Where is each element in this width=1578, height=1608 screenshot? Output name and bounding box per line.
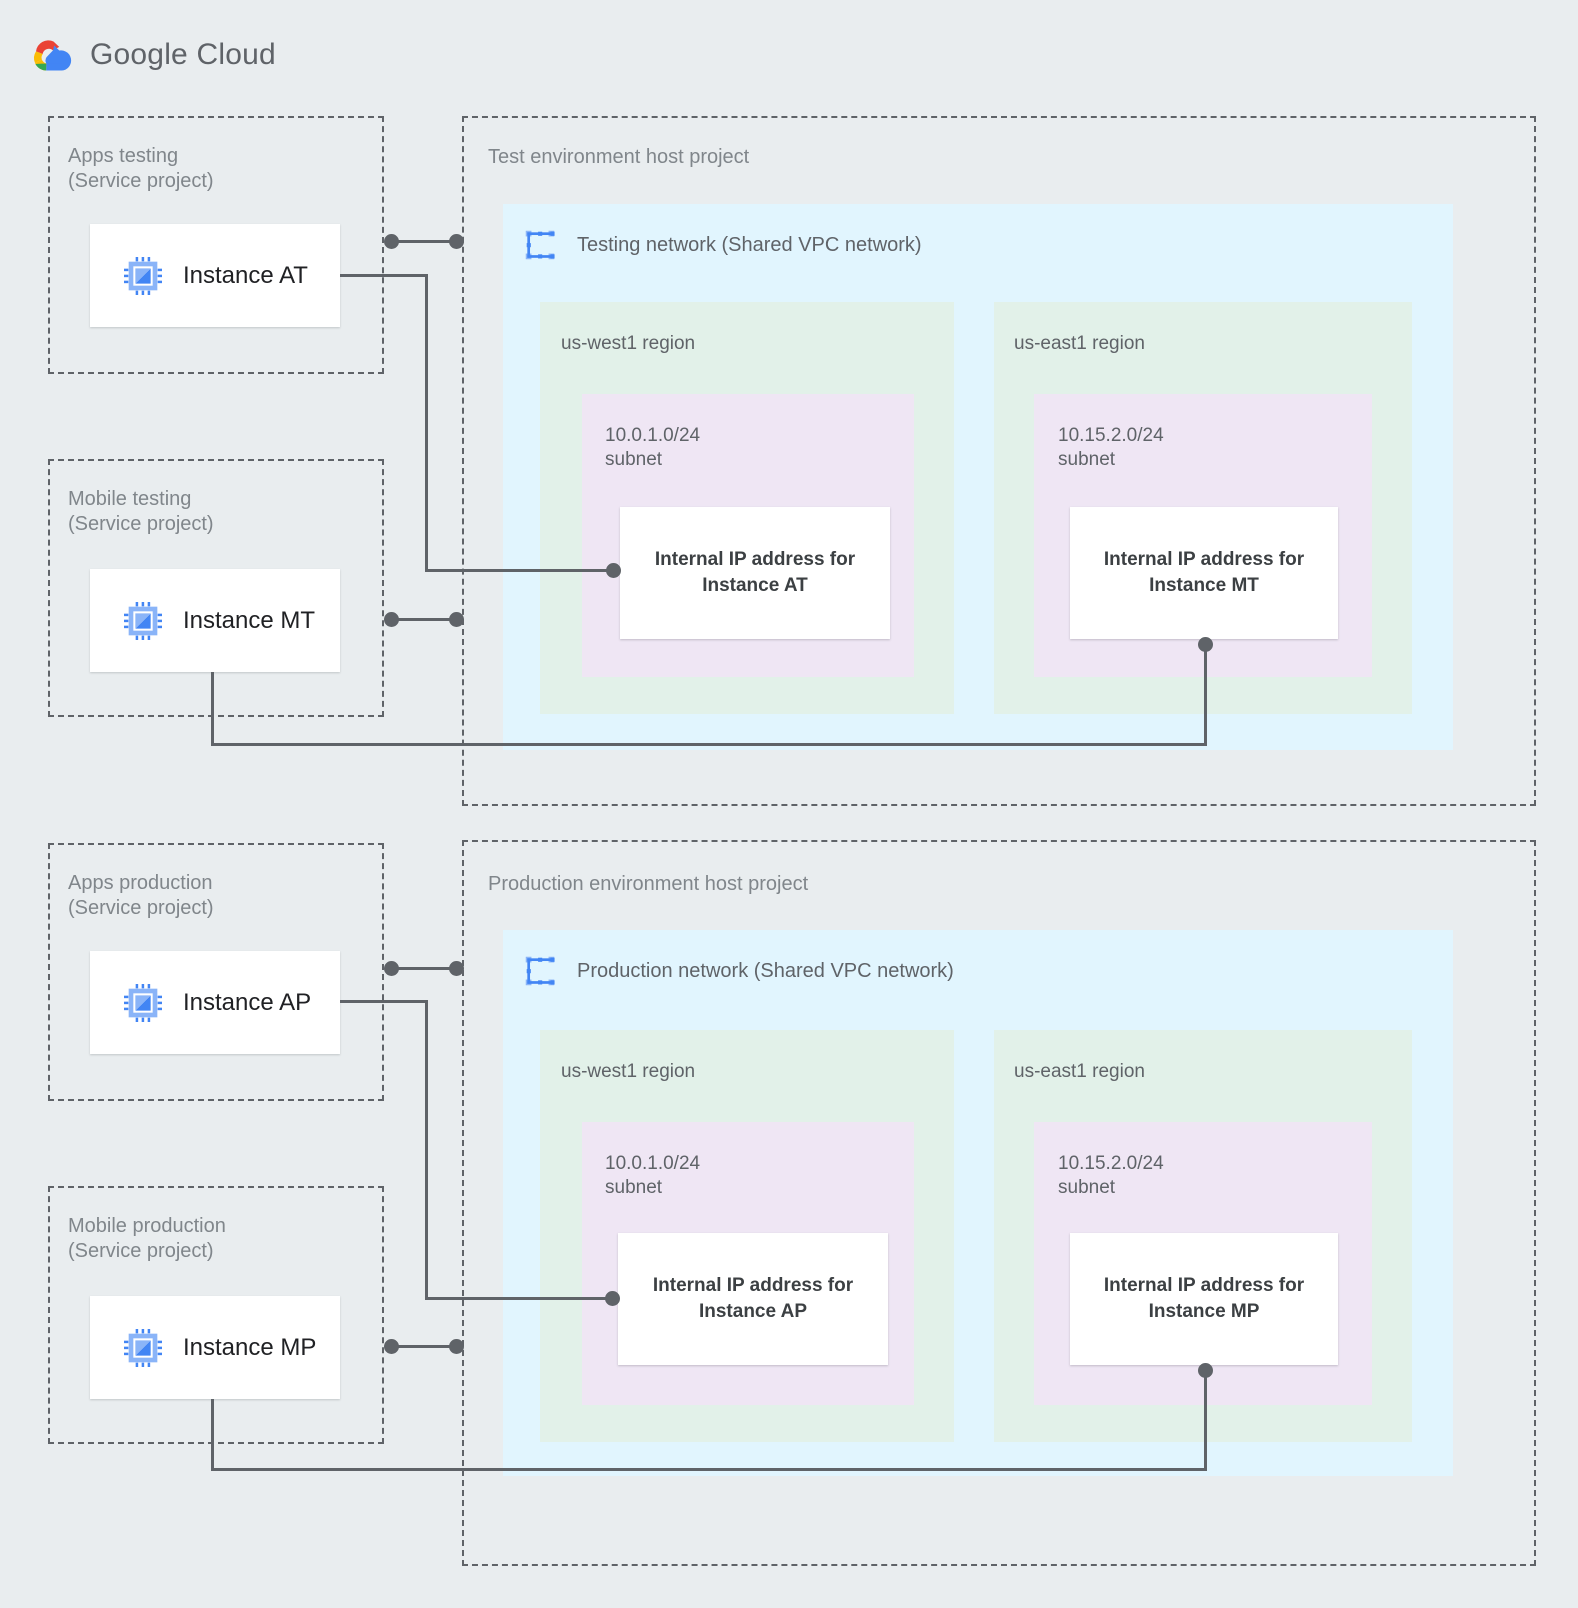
brand-cloud: Cloud	[196, 38, 276, 71]
ip-card-instance-ap: Internal IP address for Instance AP	[618, 1233, 888, 1365]
connector-dot	[384, 961, 399, 976]
connector-ap-seg2	[425, 1000, 428, 1299]
host-project-title: Production environment host project	[488, 873, 809, 895]
compute-instance-icon	[124, 1328, 162, 1367]
vpc-network-icon	[525, 230, 555, 260]
subnet-cidr: 10.15.2.0/24	[1058, 1153, 1164, 1174]
service-project-apps-testing: Apps testing (Service project)	[48, 116, 384, 374]
subnet-cidr: 10.15.2.0/24	[1058, 425, 1164, 446]
subnet-cidr: 10.0.1.0/24	[605, 425, 701, 446]
connector-at-seg2	[425, 274, 428, 571]
region-label: us-east1 region	[1014, 1061, 1145, 1082]
google-cloud-logo: Google Cloud	[30, 34, 276, 76]
connector-ap-bridge	[391, 967, 456, 970]
service-project-mobile-production: Mobile production (Service project)	[48, 1186, 384, 1444]
connector-dot	[449, 1339, 464, 1354]
ip-card-instance-mp: Internal IP address for Instance MP	[1070, 1233, 1338, 1365]
service-project-title: Mobile testing (Service project)	[68, 488, 214, 535]
region-label: us-west1 region	[561, 1061, 696, 1082]
subnet-type: subnet	[1058, 449, 1116, 470]
subnet-type: subnet	[605, 1177, 663, 1198]
subnet-type: subnet	[605, 449, 663, 470]
brand-google: Google	[90, 38, 188, 71]
subnet-label: 10.0.1.0/24 subnet	[605, 424, 700, 472]
compute-instance-icon	[124, 983, 162, 1022]
connector-dot	[449, 961, 464, 976]
connector-dot	[1198, 1363, 1213, 1378]
compute-instance-icon	[124, 601, 162, 640]
instance-card-mp[interactable]: Instance MP	[90, 1296, 340, 1399]
service-project-title: Apps production (Service project)	[68, 872, 214, 919]
connector-at-seg1	[340, 274, 428, 277]
host-project-production: Production environment host project	[462, 840, 1536, 1566]
subnet-cidr: 10.0.1.0/24	[605, 1153, 701, 1174]
ip-card-instance-at: Internal IP address for Instance AT	[620, 507, 890, 639]
region-label: us-east1 region	[1014, 333, 1145, 354]
host-project-title: Test environment host project	[488, 146, 750, 168]
connector-mt-seg3	[1204, 645, 1207, 745]
instance-label: Instance AP	[183, 988, 312, 1016]
compute-instance-icon	[124, 256, 162, 295]
service-project-apps-production: Apps production (Service project)	[48, 843, 384, 1101]
instance-label: Instance MP	[183, 1333, 317, 1361]
connector-ap-seg3	[425, 1297, 615, 1300]
instance-label: Instance MT	[183, 606, 316, 634]
connector-mp-seg2	[211, 1468, 1207, 1471]
vpc-network-testing-header: Testing network (Shared VPC network)	[521, 226, 922, 264]
connector-at-seg3	[425, 569, 617, 572]
ip-card-instance-mt: Internal IP address for Instance MT	[1070, 507, 1338, 639]
google-cloud-wordmark: Google Cloud	[90, 38, 276, 72]
subnet-label: 10.15.2.0/24 subnet	[1058, 424, 1164, 472]
connector-mt-seg2	[211, 743, 1207, 746]
vpc-network-production-header: Production network (Shared VPC network)	[521, 952, 954, 990]
connector-dot	[384, 234, 399, 249]
instance-label: Instance AT	[183, 261, 308, 289]
connector-ap-seg1	[340, 1000, 428, 1003]
connector-dot	[384, 1339, 399, 1354]
instance-card-at[interactable]: Instance AT	[90, 224, 340, 327]
connector-dot	[449, 612, 464, 627]
connector-mp-seg3	[1204, 1371, 1207, 1471]
service-project-title: Mobile production (Service project)	[68, 1215, 226, 1262]
subnet-label: 10.0.1.0/24 subnet	[605, 1152, 700, 1200]
connector-dot	[605, 1291, 620, 1306]
service-project-mobile-testing: Mobile testing (Service project)	[48, 459, 384, 717]
region-label: us-west1 region	[561, 333, 696, 354]
subnet-type: subnet	[1058, 1177, 1116, 1198]
instance-card-ap[interactable]: Instance AP	[90, 951, 340, 1054]
connector-dot	[606, 563, 621, 578]
connector-dot	[449, 234, 464, 249]
connector-at-bridge	[391, 240, 456, 243]
host-project-test: Test environment host project	[462, 116, 1536, 806]
vpc-network-label: Production network (Shared VPC network)	[577, 959, 954, 982]
vpc-network-label: Testing network (Shared VPC network)	[577, 233, 922, 256]
connector-mt-bridge	[391, 618, 456, 621]
connector-mt-seg1	[211, 672, 214, 746]
service-project-title: Apps testing (Service project)	[68, 145, 214, 192]
connector-dot	[384, 612, 399, 627]
vpc-network-icon	[525, 956, 555, 986]
connector-mp-seg1	[211, 1399, 214, 1471]
instance-card-mt[interactable]: Instance MT	[90, 569, 340, 672]
subnet-label: 10.15.2.0/24 subnet	[1058, 1152, 1164, 1200]
google-cloud-logo-icon	[34, 40, 72, 71]
connector-mp-bridge	[391, 1345, 456, 1348]
connector-dot	[1198, 637, 1213, 652]
